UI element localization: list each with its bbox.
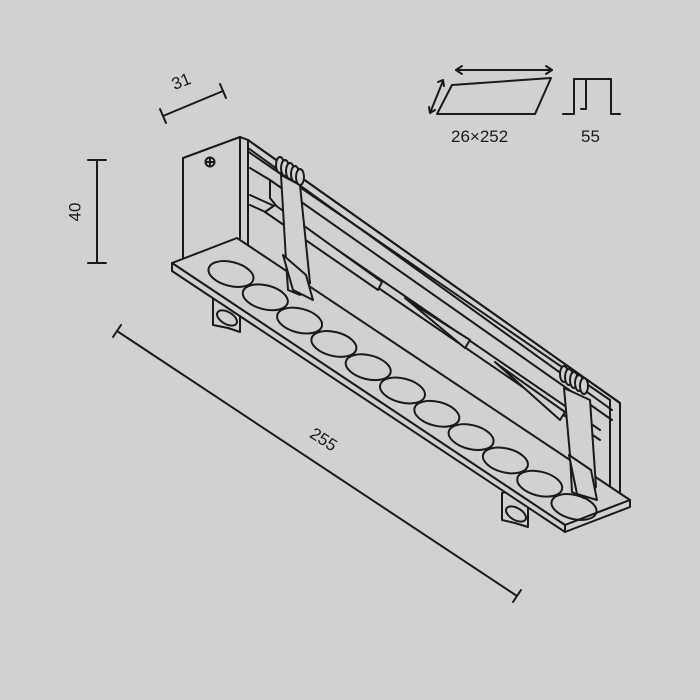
flange-plate: [171, 237, 631, 533]
light-hole: [413, 399, 461, 428]
light-hole: [481, 446, 529, 475]
light-hole: [310, 329, 358, 358]
dimension-length-line: [112, 324, 522, 603]
light-hole: [344, 353, 392, 382]
light-hole: [516, 469, 564, 498]
dimension-depth-line: [159, 83, 227, 124]
dimension-height-label: 40: [65, 202, 85, 222]
light-hole: [378, 376, 427, 405]
light-hole: [241, 283, 289, 312]
cutout-icon: [428, 65, 553, 115]
light-holes: [207, 260, 598, 521]
cutout-depth-label: 55: [581, 127, 600, 146]
spring-coil: [295, 168, 305, 186]
cutout-size-label: 26×252: [451, 127, 509, 146]
depth-profile-icon: [562, 78, 621, 115]
dimension-height-line: [87, 159, 107, 264]
light-hole: [207, 260, 255, 288]
light-hole: [447, 423, 495, 452]
light-hole: [276, 306, 324, 335]
spring-coil: [579, 377, 589, 395]
spring-clip-right: [559, 365, 598, 501]
spring-clip-left: [275, 156, 314, 301]
